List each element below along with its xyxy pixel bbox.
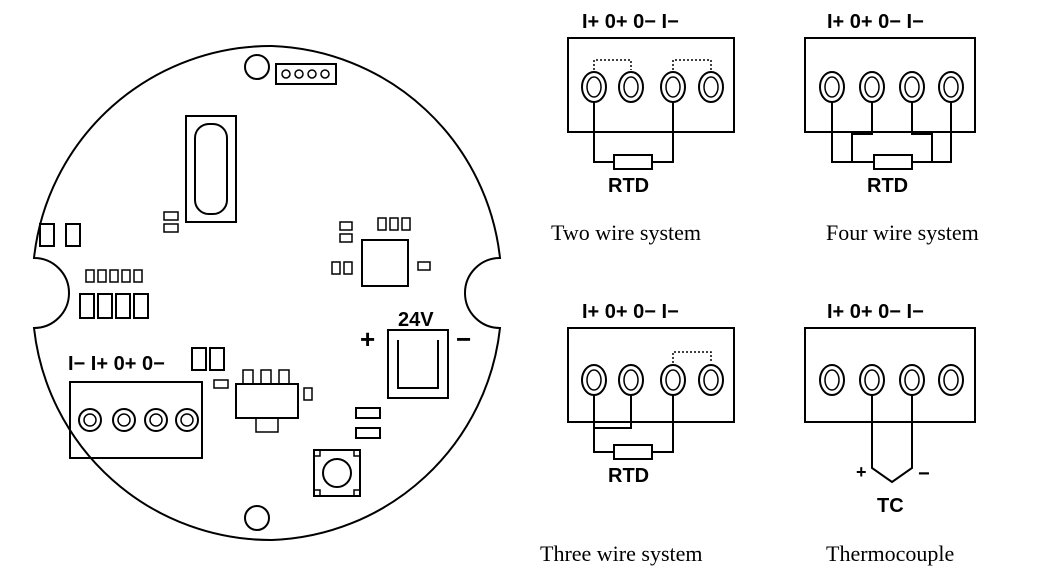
caption-three-wire: Three wire system <box>540 541 703 566</box>
caption-thermocouple: Thermocouple <box>826 541 954 566</box>
tc-label: TC <box>877 495 904 517</box>
tc-minus: − <box>918 463 930 485</box>
pin-labels: I+ 0+ 0− I− <box>827 11 924 33</box>
terminal-label: I− I+ 0+ 0− <box>68 353 165 375</box>
four-wire-diagram: I+ 0+ 0− I− RTD Four wire system <box>804 11 979 245</box>
three-wire-diagram: I+ 0+ 0− I− RTD Three wire system <box>540 301 735 566</box>
pin-labels: I+ 0+ 0− I− <box>582 301 679 323</box>
caption-two-wire: Two wire system <box>551 220 701 245</box>
tc-plus: + <box>856 462 867 482</box>
pin-labels: I+ 0+ 0− I− <box>582 11 679 33</box>
mounting-hole-top <box>244 54 270 80</box>
caption-four-wire: Four wire system <box>826 220 979 245</box>
mounting-hole-bottom <box>244 505 270 531</box>
two-wire-diagram: I+ 0+ 0− I− RTD Two wire system <box>551 11 735 245</box>
power-label: 24V <box>398 309 434 331</box>
pin-labels: I+ 0+ 0− I− <box>827 301 924 323</box>
power-minus: − <box>456 324 471 354</box>
rtd-label: RTD <box>867 175 908 197</box>
ic-chip <box>361 239 409 287</box>
smd-components <box>39 211 431 439</box>
power-connector: 24V + − <box>360 309 471 399</box>
thermocouple-diagram: I+ 0+ 0− I− + − TC Thermocouple <box>804 301 976 566</box>
crystal-oscillator <box>185 115 237 223</box>
rtd-label: RTD <box>608 465 649 487</box>
rtd-label: RTD <box>608 175 649 197</box>
terminal-block: I− I+ 0+ 0− <box>68 353 203 459</box>
pin-header <box>275 63 337 85</box>
pcb-board: 24V + − I− I+ 0+ 0− <box>32 44 502 542</box>
push-button <box>313 449 361 497</box>
power-plus: + <box>360 324 375 354</box>
regulator-chip <box>235 369 299 433</box>
